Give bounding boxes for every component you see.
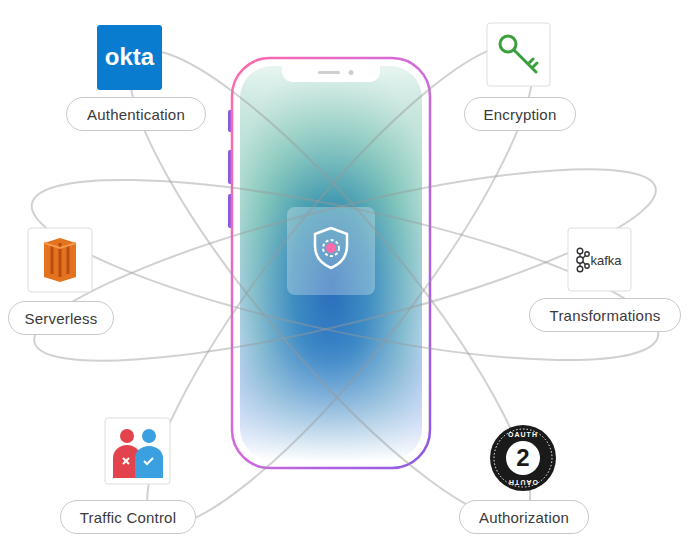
logo-text: OAUTH bbox=[508, 431, 538, 438]
feature-pill: Transformations bbox=[529, 298, 681, 332]
logo-text: kafka bbox=[590, 254, 621, 267]
feature-pill: Authentication bbox=[66, 97, 206, 131]
feature-pill: Encryption bbox=[464, 97, 576, 131]
logo-text: okta bbox=[105, 45, 154, 69]
feature-pill: Authorization bbox=[459, 500, 589, 534]
feature-label: Transformations bbox=[550, 307, 661, 324]
feature-label: Encryption bbox=[484, 106, 557, 123]
feature-label: Authentication bbox=[87, 106, 185, 123]
logo-text: OAUTH bbox=[508, 479, 538, 486]
feature-pill: Serverless bbox=[8, 301, 114, 335]
feature-label: Authorization bbox=[479, 509, 569, 526]
feature-label: Traffic Control bbox=[80, 509, 176, 526]
feature-pill: Traffic Control bbox=[60, 500, 196, 534]
logo-number: 2 bbox=[516, 446, 529, 470]
feature-label: Serverless bbox=[25, 310, 98, 327]
